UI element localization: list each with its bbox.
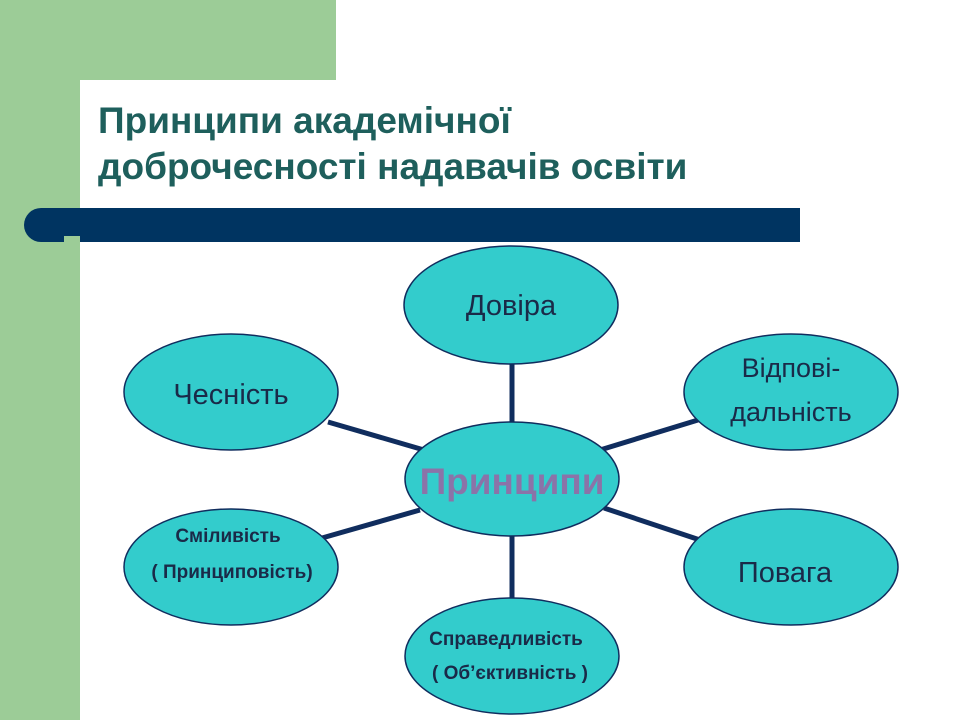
node-vidpovidalnist-ellipse bbox=[683, 333, 899, 451]
node-vidpovidalnist-label-1: Відпові- bbox=[742, 353, 841, 383]
node-vidpovidalnist-label-2: дальність bbox=[730, 397, 851, 427]
green-accent-block bbox=[0, 0, 336, 80]
center-node-label: Принципи bbox=[420, 461, 605, 502]
node-smilyvist: Сміливість ( Принциповість) bbox=[123, 508, 339, 626]
node-spravedlyvist: Справедливість ( Об’єктивність ) bbox=[404, 597, 620, 715]
node-spravedlyvist-ellipse bbox=[404, 597, 620, 715]
node-povaga: Повага bbox=[683, 508, 899, 626]
title-underline-bar bbox=[24, 208, 800, 242]
node-smilyvist-label-2: ( Принциповість) bbox=[151, 562, 312, 583]
node-chesnist-label: Чесність bbox=[173, 379, 288, 411]
slide-title-line-2: доброчесності надавачів освіти bbox=[98, 146, 688, 187]
node-dovira-label: Довіра bbox=[466, 290, 557, 322]
connector-smilyvist bbox=[321, 507, 421, 541]
connector-vidpovidalnist bbox=[599, 417, 699, 453]
connector-povaga bbox=[603, 505, 701, 543]
green-sidebar bbox=[0, 80, 80, 720]
node-povaga-ellipse bbox=[683, 508, 899, 626]
center-node-ellipse bbox=[404, 421, 620, 537]
node-chesnist-ellipse bbox=[123, 333, 339, 451]
node-povaga-label: Повага bbox=[738, 557, 833, 589]
node-dovira-ellipse bbox=[403, 245, 619, 365]
node-smilyvist-label-1: Сміливість bbox=[175, 526, 280, 547]
slide-title-line-1: Принципи академічної bbox=[98, 100, 511, 141]
slide-title: Принципи академічної доброчесності надав… bbox=[98, 98, 898, 190]
connector-chesnist bbox=[327, 419, 425, 453]
node-chesnist: Чесність bbox=[123, 333, 339, 451]
node-dovira: Довіра bbox=[403, 245, 619, 365]
center-node: Принципи bbox=[404, 421, 620, 537]
node-smilyvist-ellipse bbox=[123, 508, 339, 626]
node-spravedlyvist-label-1: Справедливість bbox=[429, 629, 583, 650]
node-vidpovidalnist: Відпові- дальність bbox=[683, 333, 899, 451]
underline-notch bbox=[64, 236, 80, 242]
node-spravedlyvist-label-2: ( Об’єктивність ) bbox=[432, 663, 588, 684]
